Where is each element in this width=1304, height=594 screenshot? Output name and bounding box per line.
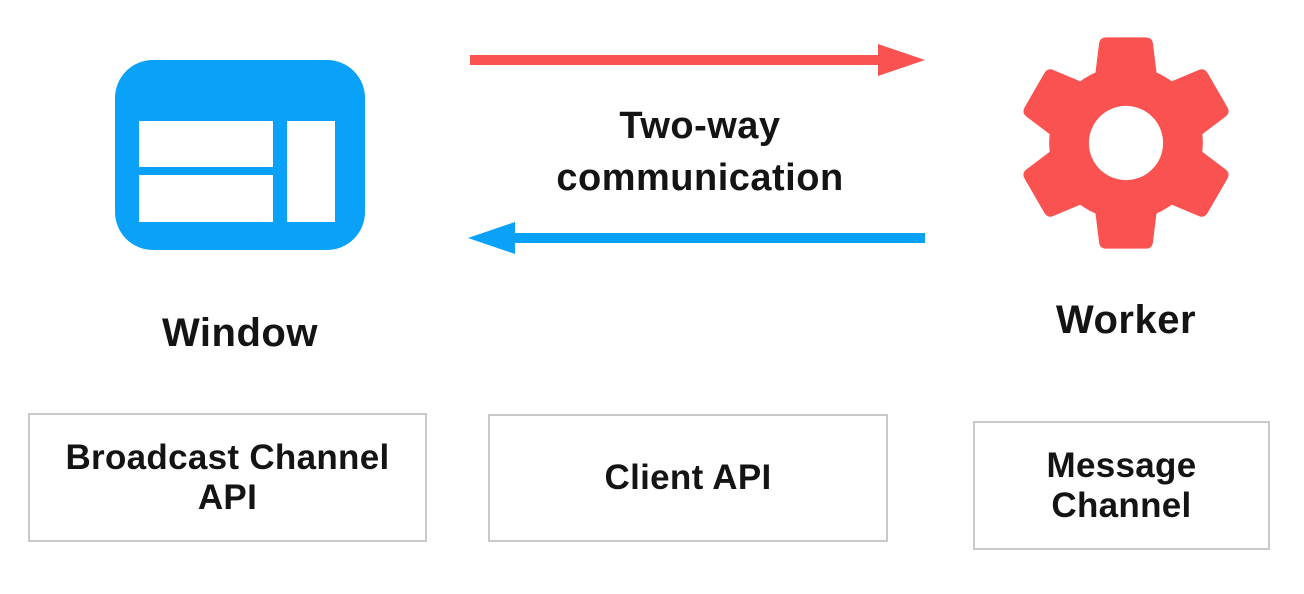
- worker-label: Worker: [1055, 298, 1197, 342]
- communication-label-line2: communication: [556, 157, 844, 199]
- window-to-worker-arrow-icon: [470, 44, 925, 76]
- communication-label: Two-way communication: [438, 100, 962, 204]
- message-channel-box-label: Message Channel: [1046, 445, 1197, 525]
- window-label: Window: [162, 311, 318, 355]
- worker-to-window-arrow-icon: [468, 222, 925, 254]
- broadcast-channel-api-box: Broadcast Channel API: [28, 413, 427, 542]
- message-channel-box: Message Channel: [973, 421, 1270, 550]
- browser-window-icon: [115, 60, 365, 250]
- broadcast-channel-api-box-label: Broadcast Channel API: [65, 437, 390, 517]
- client-api-box-label: Client API: [604, 458, 772, 497]
- gear-icon: [1023, 37, 1229, 249]
- communication-label-line1: Two-way: [619, 105, 781, 147]
- client-api-box: Client API: [488, 414, 888, 542]
